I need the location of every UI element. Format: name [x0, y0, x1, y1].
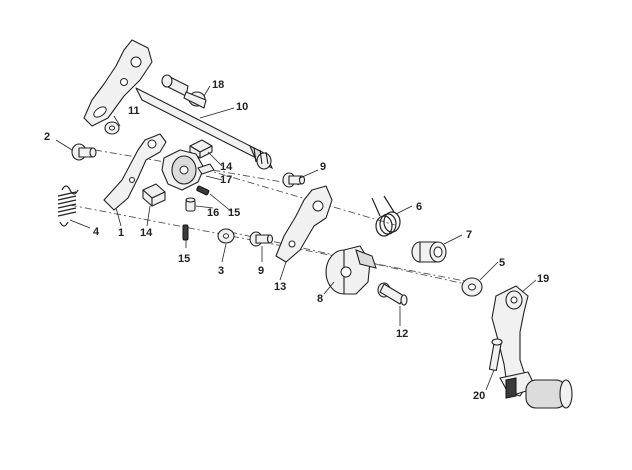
- block-part-14b: [189, 139, 213, 159]
- plate-part-13: [275, 185, 333, 263]
- callout-6: 6: [416, 201, 422, 213]
- bushing-part-7: [411, 241, 447, 263]
- callout-15a: 15: [178, 253, 190, 265]
- bolt-part-12: [377, 282, 408, 306]
- callout-12: 12: [396, 328, 408, 340]
- bolt-part-9a: [249, 231, 274, 247]
- callout-8: 8: [317, 293, 323, 305]
- callout-13: 13: [274, 281, 286, 293]
- star-wheel-part-8: [325, 245, 377, 295]
- spring-part-4: [57, 185, 79, 227]
- callout-7: 7: [466, 229, 472, 241]
- callout-18: 18: [212, 79, 224, 91]
- callout-3: 3: [218, 265, 224, 277]
- bolt-part-20: [488, 338, 503, 372]
- callout-1: 1: [118, 227, 124, 239]
- spring-part-15b: [196, 185, 210, 196]
- washer-part-11: [104, 121, 120, 135]
- callout-17: 17: [220, 174, 232, 186]
- callout-16: 16: [207, 207, 219, 219]
- callout-11: 11: [128, 105, 140, 117]
- torsion-spring-part-6: [371, 195, 401, 237]
- callout-9b: 9: [258, 265, 264, 277]
- callout-14a: 14: [140, 227, 153, 239]
- washer-part-5: [461, 277, 483, 297]
- pin-part-2: [71, 143, 97, 161]
- leader-lines: [55, 85, 537, 391]
- bolt-part-18: [161, 74, 207, 109]
- callout-15b: 15: [228, 207, 240, 219]
- washer-part-3: [217, 228, 235, 244]
- shift-shaft-part-10: [83, 39, 274, 170]
- spring-part-15a: [182, 224, 189, 241]
- callout-2: 2: [44, 131, 50, 143]
- shift-lever-part-1: [103, 133, 167, 211]
- pin-part-16: [185, 197, 196, 212]
- callout-20: 20: [473, 390, 485, 402]
- bolt-part-9b: [282, 172, 306, 188]
- selector-hub-part-17: [161, 149, 215, 191]
- callout-14b: 14: [220, 161, 233, 173]
- callout-5: 5: [499, 257, 505, 269]
- callout-9a: 9: [320, 161, 326, 173]
- block-part-14a: [142, 183, 166, 207]
- callout-19: 19: [537, 273, 549, 285]
- callout-4: 4: [93, 226, 100, 238]
- callout-10: 10: [236, 101, 248, 113]
- callout-labels: 1 2 3 4 5 6 7 8 9 9 10 11 12 13 14 14 15…: [44, 79, 549, 402]
- shift-pedal-part-19: [491, 285, 573, 409]
